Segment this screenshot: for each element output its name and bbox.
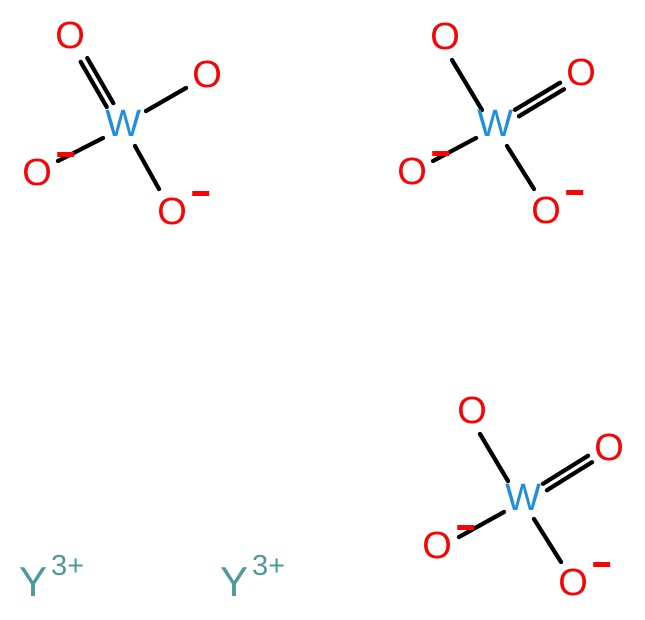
atom-o2: O (192, 56, 222, 94)
atom-symbol: O (457, 390, 487, 432)
atom-symbol: O (55, 15, 85, 57)
double-bond (544, 460, 595, 493)
atom-symbol: W (477, 103, 513, 145)
single-bond (449, 57, 485, 113)
double-bond (516, 87, 567, 119)
atom-o12: O (558, 562, 610, 604)
atom-symbol: O (22, 152, 52, 194)
charge-superscript: 3+ (51, 550, 85, 582)
atom-o3: O (22, 152, 74, 194)
single-bond (143, 85, 189, 114)
atom-o5: O (430, 18, 460, 56)
atom-symbol: O (531, 190, 561, 232)
atom-o9: O (457, 392, 487, 430)
atom-symbol: Y (18, 558, 48, 605)
atom-symbol: O (558, 562, 588, 604)
atom-symbol: O (397, 151, 427, 193)
atom-symbol: W (505, 477, 541, 519)
minus-charge-icon (565, 190, 583, 195)
atom-symbol: O (566, 52, 596, 94)
atom-o6: O (566, 54, 596, 92)
atom-o1: O (55, 17, 85, 55)
atom-symbol: O (594, 427, 624, 469)
single-bond (430, 135, 479, 164)
minus-charge-icon (191, 191, 209, 196)
single-bond (132, 143, 162, 192)
atom-symbol: W (105, 103, 141, 145)
single-bond (477, 431, 511, 484)
charge-superscript: 3+ (252, 550, 286, 582)
atom-w2: W (477, 105, 513, 143)
single-bond (531, 516, 564, 565)
atom-o10: O (594, 429, 624, 467)
double-bond (78, 59, 109, 110)
minus-charge-icon (431, 151, 449, 156)
atom-w3: W (505, 479, 541, 517)
atom-symbol: O (430, 16, 460, 58)
atom-o4: O (157, 191, 209, 233)
atom-symbol: O (422, 525, 452, 567)
minus-charge-icon (456, 525, 474, 530)
atom-symbol: O (157, 191, 187, 233)
atom-w1: W (105, 105, 141, 143)
single-bond (55, 135, 106, 164)
minus-charge-icon (56, 152, 74, 157)
double-bond (540, 453, 591, 486)
double-bond (85, 55, 116, 106)
atom-o7: O (397, 151, 449, 193)
atom-symbol: O (192, 54, 222, 96)
atom-o11: O (422, 525, 474, 567)
atom-symbol: Y (219, 558, 249, 605)
double-bond (512, 80, 563, 112)
atom-o8: O (531, 190, 583, 232)
single-bond (504, 143, 537, 192)
single-bond (456, 509, 507, 540)
minus-charge-icon (592, 562, 610, 567)
